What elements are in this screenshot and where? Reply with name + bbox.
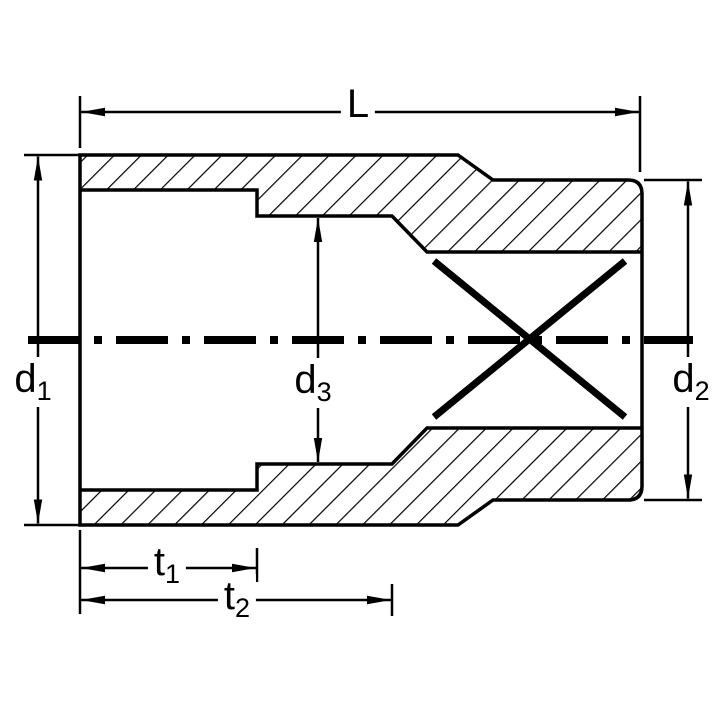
- hatched-section-bottom: [80, 428, 642, 525]
- label-d2-sub: 2: [694, 376, 710, 406]
- label-t1: t1: [147, 540, 187, 590]
- label-d2-main: d: [672, 357, 695, 401]
- label-length-main: L: [346, 82, 370, 126]
- hex-recess-cross: [431, 258, 628, 420]
- label-t2-sub: 2: [235, 593, 251, 623]
- label-d3-main: d: [294, 358, 317, 402]
- label-t1-sub: 1: [165, 559, 181, 589]
- label-d3-sub: 3: [316, 377, 332, 407]
- label-t1-main: t: [153, 540, 166, 584]
- label-d1-sub: 1: [36, 376, 52, 406]
- dimension-d2: [644, 178, 702, 502]
- hatched-section-top: [80, 155, 642, 252]
- label-d1: d1: [8, 357, 58, 407]
- label-t2: t2: [217, 574, 257, 624]
- dimension-d1: [24, 153, 80, 527]
- inner-bore-contour-top: [80, 188, 642, 254]
- label-length-L: L: [340, 82, 376, 132]
- outer-contour: [78, 153, 644, 527]
- label-d3: d3: [288, 358, 338, 408]
- label-d1-main: d: [14, 357, 37, 401]
- inner-bore-contour-bottom: [80, 426, 642, 492]
- label-t2-main: t: [223, 574, 236, 618]
- label-d2: d2: [666, 357, 716, 407]
